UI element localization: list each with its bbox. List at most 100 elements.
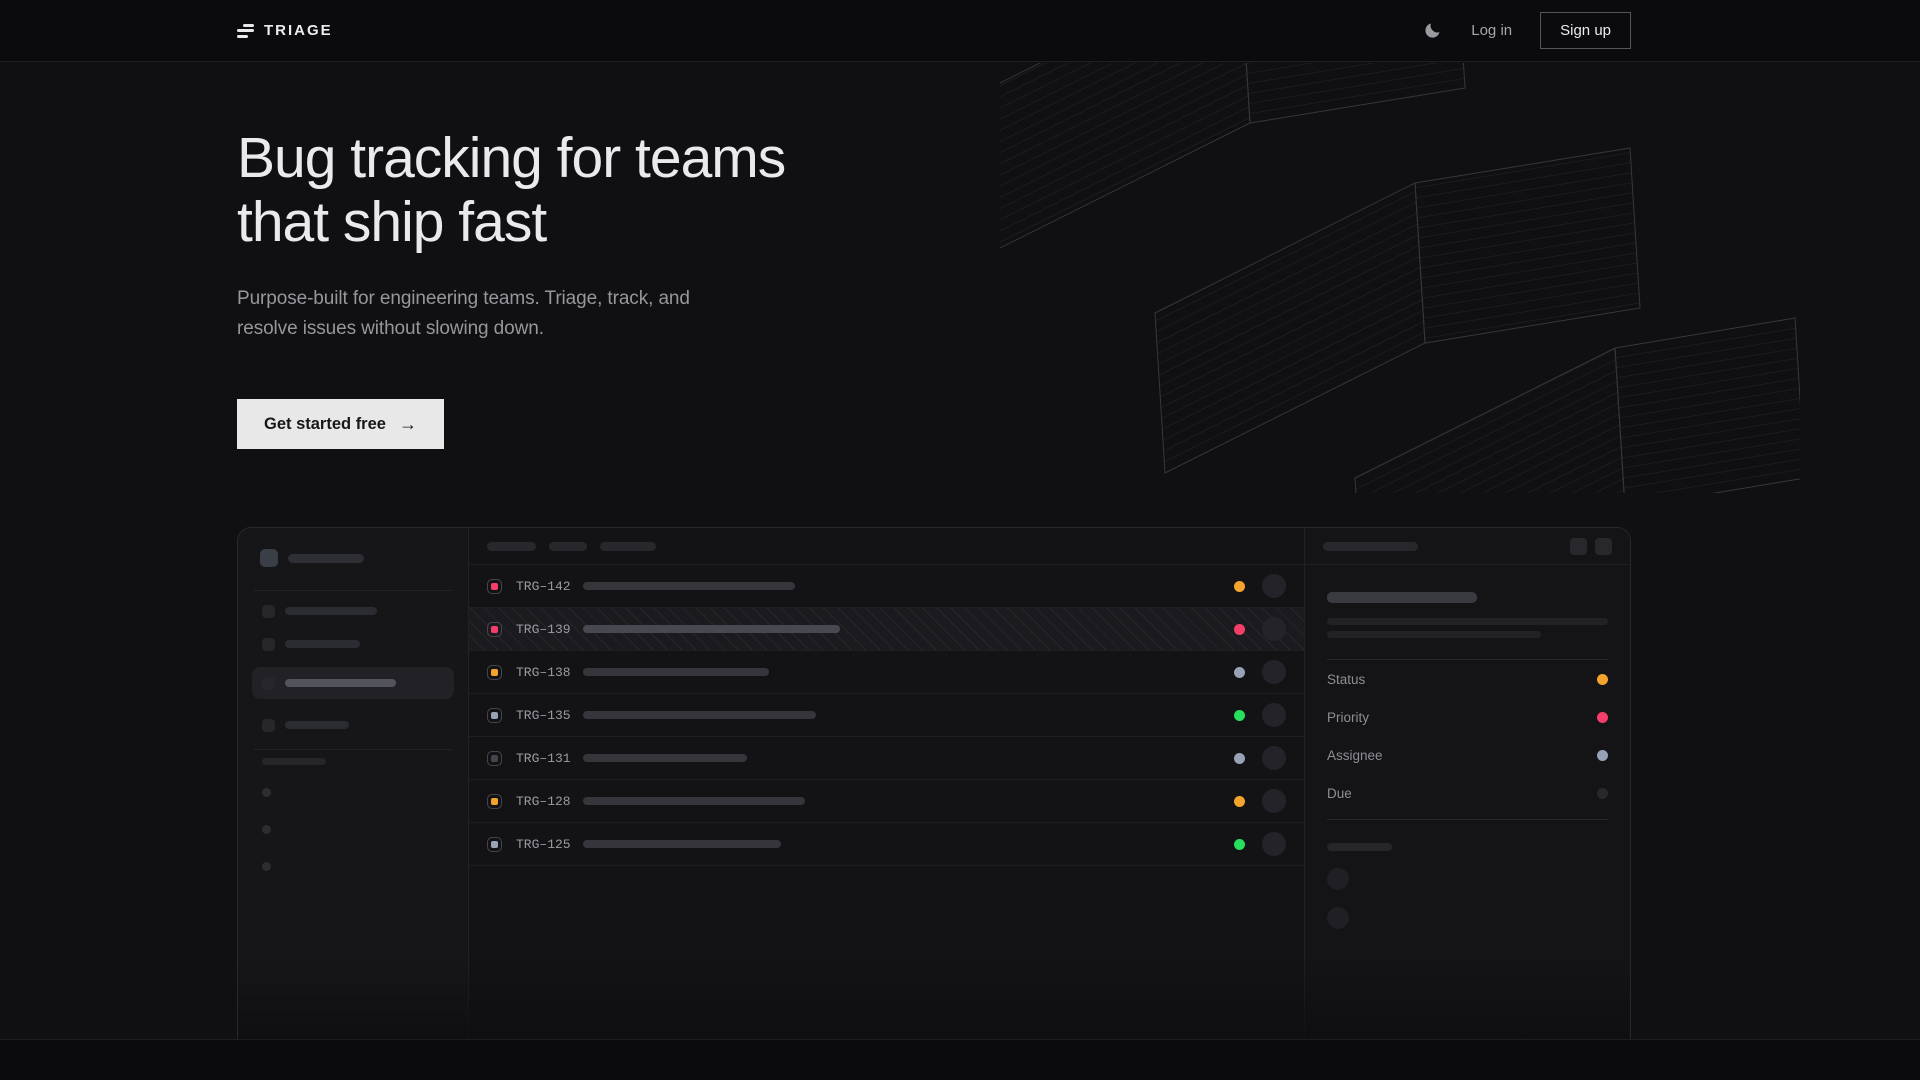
issue-id: TRG–128	[516, 793, 571, 809]
issue-id: TRG–131	[516, 750, 571, 766]
property-row: Assignee	[1327, 736, 1608, 774]
issue-type-icon	[487, 707, 502, 723]
wireframe-decoration	[1000, 63, 1800, 493]
workspace-icon	[260, 549, 278, 567]
signup-button[interactable]: Sign up	[1540, 12, 1631, 49]
assignee-avatar	[1262, 832, 1286, 856]
assignee-avatar	[1262, 574, 1286, 598]
issue-row-selected: TRG–139	[469, 608, 1304, 651]
issue-type-icon	[487, 578, 502, 594]
panel-action-button	[1570, 538, 1587, 555]
arrow-right-icon: →	[398, 413, 417, 434]
sidebar-dot	[262, 788, 271, 797]
sidebar-dot	[262, 825, 271, 834]
theme-toggle-button[interactable]	[1421, 20, 1443, 42]
workspace-name-skeleton	[288, 554, 364, 563]
panel-title-skeleton	[1323, 542, 1418, 551]
triage-bars-icon	[237, 23, 254, 38]
brand-logo: TRIAGE	[237, 22, 333, 39]
navbar: TRIAGE Log in Sign up	[0, 0, 1920, 62]
issue-row: TRG–125	[469, 823, 1304, 866]
property-label: Priority	[1327, 709, 1370, 725]
hero-title-line2: that ship fast	[237, 190, 547, 255]
issue-row: TRG–131	[469, 737, 1304, 780]
nav-item-skeleton	[285, 721, 349, 729]
issue-type-icon	[487, 750, 502, 766]
issue-title-skeleton	[583, 668, 769, 676]
issue-title-skeleton	[583, 840, 781, 848]
hero-title-line1: Bug tracking for teams	[237, 126, 786, 190]
issue-row: TRG–138	[469, 651, 1304, 694]
detail-panel-body: Status Priority Assignee Due	[1305, 565, 1630, 1039]
tab-skeleton	[549, 541, 587, 551]
due-value-dot	[1597, 787, 1608, 799]
issue-row: TRG–142	[469, 565, 1304, 608]
nav-item-skeleton	[285, 607, 377, 615]
navbar-actions: Log in Sign up	[1421, 12, 1631, 49]
issue-title-skeleton	[583, 582, 795, 590]
issue-type-icon	[487, 664, 502, 680]
issue-title-skeleton	[583, 711, 816, 719]
get-started-button[interactable]: Get started free →	[237, 399, 444, 449]
status-dot	[1234, 580, 1245, 592]
status-dot	[1234, 752, 1245, 764]
activity-section-skeleton	[1327, 843, 1392, 851]
issue-id: TRG–135	[516, 707, 571, 723]
comment-avatar	[1327, 907, 1349, 929]
status-dot	[1234, 838, 1245, 850]
nav-item-icon	[262, 719, 275, 732]
hero-subtitle: Purpose-built for engineering teams. Tri…	[237, 284, 690, 344]
issue-title-skeleton	[583, 754, 747, 762]
status-value-dot	[1597, 673, 1608, 685]
app-mockup: TRG–142 TRG–139 TRG–138	[237, 527, 1631, 1039]
nav-item-active-skeleton	[285, 679, 396, 687]
comment-avatar	[1327, 868, 1349, 890]
footer	[0, 1039, 1920, 1080]
issue-type-icon	[487, 793, 502, 809]
property-label: Status	[1327, 671, 1366, 687]
issue-type-icon	[487, 836, 502, 852]
priority-value-dot	[1597, 711, 1608, 723]
assignee-avatar	[1262, 660, 1286, 684]
issue-list-header	[469, 528, 1304, 565]
assignee-value-dot	[1597, 749, 1608, 761]
assignee-avatar	[1262, 789, 1286, 813]
property-label: Assignee	[1327, 747, 1383, 763]
issue-row: TRG–135	[469, 694, 1304, 737]
description-skeleton	[1327, 618, 1608, 625]
status-dot	[1234, 666, 1245, 678]
issue-id: TRG–142	[516, 578, 571, 594]
property-row: Status	[1327, 660, 1608, 698]
login-link[interactable]: Log in	[1471, 22, 1513, 39]
issue-id: TRG–139	[516, 621, 571, 637]
nav-item-icon	[262, 605, 275, 618]
property-row: Due	[1327, 774, 1608, 812]
hero-subtitle-line2: resolve issues without slowing down.	[237, 318, 544, 340]
detail-panel-header	[1305, 528, 1630, 565]
issue-row: TRG–128	[469, 780, 1304, 823]
nav-item-skeleton	[285, 640, 360, 648]
property-row: Priority	[1327, 698, 1608, 736]
status-dot	[1234, 795, 1245, 807]
assignee-avatar	[1262, 617, 1286, 641]
status-dot	[1234, 623, 1245, 635]
mockup-issue-list: TRG–142 TRG–139 TRG–138	[469, 528, 1305, 1039]
sidebar-divider	[254, 590, 452, 591]
property-label: Due	[1327, 785, 1352, 801]
issue-title-skeleton	[1327, 592, 1477, 603]
issue-id: TRG–125	[516, 836, 571, 852]
panel-action-button	[1595, 538, 1612, 555]
tab-skeleton	[487, 541, 536, 551]
sidebar-divider	[254, 749, 452, 750]
panel-divider	[1327, 659, 1608, 660]
brand-name: TRIAGE	[264, 22, 333, 39]
issue-title-skeleton	[583, 625, 840, 633]
nav-item-icon	[262, 638, 275, 651]
issue-type-icon	[487, 621, 502, 637]
sidebar-dot	[262, 862, 271, 871]
mockup-detail-panel: Status Priority Assignee Due	[1305, 528, 1630, 1039]
hero-subtitle-line1: Purpose-built for engineering teams. Tri…	[237, 288, 690, 309]
tab-skeleton	[600, 541, 656, 551]
panel-divider	[1327, 819, 1608, 820]
